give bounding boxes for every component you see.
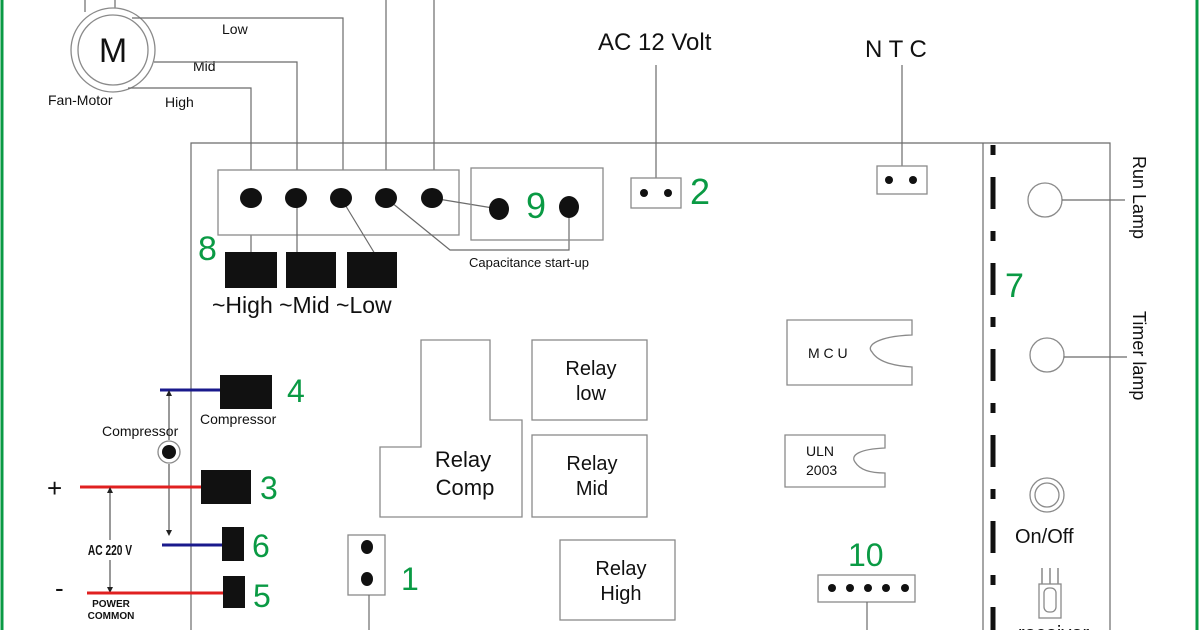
label-7: 7 <box>1005 267 1024 305</box>
ac220-label: AC 220 V <box>88 542 133 558</box>
connector-9-box <box>470 167 604 241</box>
minus-label: - <box>55 573 64 603</box>
mcu-chip <box>786 319 913 386</box>
relay-comp-label-1: Relay <box>435 447 491 472</box>
relay-low-label-1: Relay <box>565 358 616 380</box>
wire-low-label: Low <box>222 21 249 37</box>
relay-high-label-1: Relay <box>595 558 646 580</box>
wire-high-label: High <box>165 94 194 110</box>
ntc-label: N T C <box>865 36 927 63</box>
fan-output-terminals <box>225 252 397 288</box>
label-5: 5 <box>253 578 271 614</box>
terminal-4 <box>220 375 272 409</box>
plus-label: + <box>47 473 62 503</box>
label-3: 3 <box>260 470 278 506</box>
compressor-label-left: Compressor <box>102 423 179 439</box>
mcu-label: M C U <box>808 345 848 361</box>
relay-high <box>559 539 676 621</box>
timer-lamp-icon <box>1029 337 1065 373</box>
relay-mid-label-1: Relay <box>566 453 617 475</box>
label-10: 10 <box>848 537 884 573</box>
relay-high-label-2: High <box>600 583 641 605</box>
timer-lamp-label: Timer lamp <box>1129 311 1149 400</box>
relay-low <box>531 339 648 421</box>
label-2: 2 <box>690 171 710 212</box>
terminal-3 <box>201 470 251 504</box>
board-outline <box>190 142 1111 630</box>
ntc-connector <box>876 165 928 195</box>
terminal-6 <box>222 527 244 561</box>
wire-mid-label: Mid <box>193 58 216 74</box>
power-common-label-1: POWER <box>92 599 131 610</box>
relay-comp <box>379 339 523 518</box>
connector-2-box <box>630 177 682 209</box>
label-6: 6 <box>252 528 270 564</box>
run-lamp-icon <box>1027 182 1063 218</box>
capacitor-label: Capacitance start-up <box>469 255 589 270</box>
fan-outputs-label: ~High ~Mid ~Low <box>212 292 392 318</box>
label-4: 4 <box>287 373 305 409</box>
ir-receiver-icon <box>1038 568 1062 619</box>
run-lamp-label: Run Lamp <box>1129 156 1149 239</box>
on-off-label: On/Off <box>1015 526 1074 548</box>
relay-mid-label-2: Mid <box>576 478 608 500</box>
uln-label-1: ULN <box>806 443 834 459</box>
terminal-5 <box>223 576 245 608</box>
motor-label: Fan-Motor <box>48 92 113 108</box>
relay-mid <box>531 434 648 518</box>
label-1: 1 <box>401 561 419 597</box>
motor-symbol: M <box>99 32 127 70</box>
ac12-label: AC 12 Volt <box>598 29 712 56</box>
label-8: 8 <box>198 230 217 268</box>
connector-8-pins <box>240 188 443 208</box>
power-common-label-2: COMMON <box>88 611 135 622</box>
uln-chip <box>784 434 886 488</box>
fan-motor: M Fan-Motor Low Mid High <box>48 0 435 260</box>
relay-low-label-2: low <box>576 383 607 405</box>
label-9: 9 <box>526 185 546 226</box>
receiver-label: receiver <box>1018 623 1089 630</box>
compressor-label-right: Compressor <box>200 411 277 427</box>
uln-label-2: 2003 <box>806 462 837 478</box>
relay-comp-label-2: Comp <box>436 475 495 500</box>
